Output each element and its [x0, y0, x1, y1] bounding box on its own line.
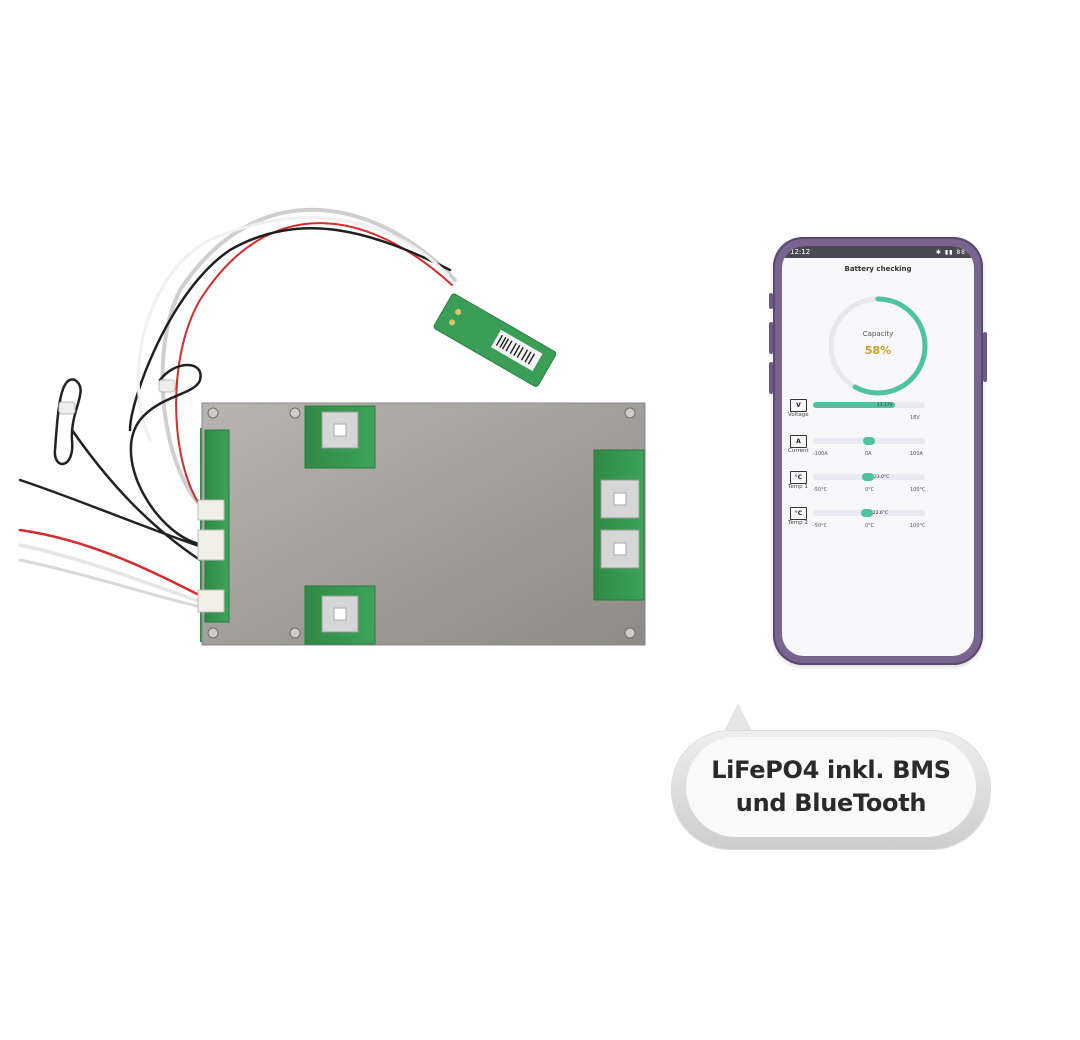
metric-max: 100A [910, 451, 923, 457]
metric-readout: 23.0°C [873, 475, 890, 480]
app-title: Battery checking [844, 265, 912, 273]
capacity-label: Capacity [862, 330, 894, 338]
metric-name: Voltage [788, 412, 809, 418]
smartphone: 12:12 ✱ ▮▮ 88 Battery checking Capacity … [769, 237, 987, 665]
phone-screen: 12:12 ✱ ▮▮ 88 Battery checking Capacity … [782, 246, 974, 656]
bluetooth-module [433, 293, 557, 387]
metal-heatsink-plate [201, 402, 646, 646]
callout-line-1: LiFePO4 inkl. BMS [711, 756, 951, 784]
metric-mid: 0A [865, 451, 872, 457]
callout-tail [722, 703, 754, 735]
status-time: 12:12 [790, 248, 811, 256]
metric-marker [863, 437, 875, 445]
metric-icon: A [790, 435, 807, 448]
metric-icon: °C [790, 507, 807, 520]
metric-min: -50°C [813, 487, 828, 493]
metric-mid: 0°C [865, 523, 875, 529]
callout-line-2: und BlueTooth [735, 789, 927, 817]
metric-track: 23.0°C [813, 473, 925, 481]
metric-max: 100°C [910, 523, 926, 529]
metric-fill [813, 402, 895, 408]
callout-body: LiFePO4 inkl. BMS und BlueTooth [686, 737, 976, 837]
capacity-gauge [828, 296, 928, 396]
metric-name: Current [788, 448, 809, 454]
mounting-screws [207, 407, 636, 639]
phone-volume-up-button [769, 322, 773, 354]
phone-power-button [983, 332, 987, 382]
phone-volume-down-button [769, 362, 773, 394]
metric-icon: °C [790, 471, 807, 484]
metric-name: Temp 2 [788, 520, 808, 526]
capacity-gauge-arc [828, 296, 928, 396]
metric-max: 18V [910, 415, 920, 421]
metric-icon: V [790, 399, 807, 412]
metric-min: -50°C [813, 523, 828, 529]
metric-mid: 0°C [865, 487, 875, 493]
metric-track [813, 437, 925, 445]
wire-bundle [18, 208, 457, 610]
phone-side-button [769, 293, 773, 309]
status-icons: ✱ ▮▮ 88 [935, 248, 966, 256]
metric-min: -100A [813, 451, 828, 457]
metric-name: Temp 1 [788, 484, 808, 490]
balance-connectors [197, 499, 225, 613]
feature-callout: LiFePO4 inkl. BMS und BlueTooth [672, 731, 990, 849]
status-bar: 12:12 ✱ ▮▮ 88 [782, 246, 974, 258]
metric-marker [861, 473, 874, 481]
metric-readout: 22.6°C [872, 511, 889, 516]
metric-readout: 13.17V [876, 403, 893, 408]
metric-marker [860, 509, 873, 517]
capacity-value: 58% [864, 344, 892, 357]
metric-max: 100°C [910, 487, 926, 493]
metric-track: 22.6°C [813, 509, 925, 517]
metric-track: 13.17V [813, 402, 925, 408]
